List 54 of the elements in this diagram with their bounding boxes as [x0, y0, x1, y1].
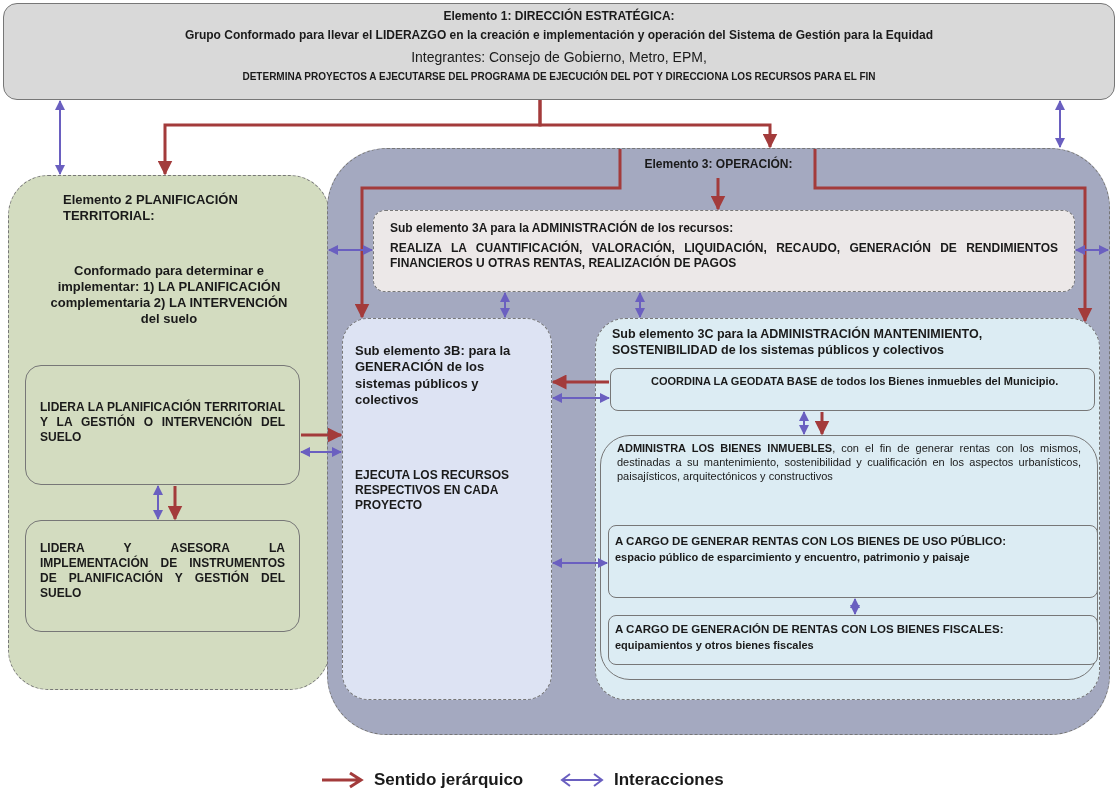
arrow — [813, 149, 1093, 323]
double-arrow — [850, 598, 860, 615]
double-arrow — [500, 292, 510, 318]
process-box — [342, 318, 552, 700]
group-panel — [595, 318, 1100, 700]
body-text: DETERMINA PROYECTOS A EJECUTARSE DEL PROGRAMA DE EJECUCIÓN DEL POT Y DIRECCIONA LOS RECURSOS PARA EL FIN — [241, 70, 877, 83]
group-panel — [327, 148, 1110, 735]
heading-text: Sub elemento 3A para la ADMINISTRACIÓN de los recursos: — [390, 221, 735, 236]
body-text: EJECUTA LOS RECURSOS RESPECTIVOS EN CADA PROYECTO — [355, 468, 511, 513]
heading-text: Sub elemento 3C para la ADMINISTRACIÓN MANTENIMIENTO, SOSTENIBILIDAD de los sistemas públicos y colectivos — [612, 327, 984, 359]
arrow — [710, 178, 726, 211]
double-arrow — [300, 447, 342, 457]
body-text: LIDERA Y ASESORA LA IMPLEMENTACIÓN DE INSTRUMENTOS DE PLANIFICACIÓN Y GESTIÓN DEL SUELO — [40, 541, 285, 601]
body-text: REALIZA LA CUANTIFICACIÓN, VALORACIÓN, LIQUIDACIÓN, RECAUDO, GENERACIÓN DE RENDIMIENTOS FINANCIEROS U OTRAS RENTAS, REALIZACIÓN DE PAGOS — [390, 241, 1058, 271]
body-text: Conformado para determinar e implementar: 1) LA PLANIFICACIÓN complementaria 2) LA INTERVENCIÓN del suelo — [49, 262, 289, 328]
body-text: LIDERA LA PLANIFICACIÓN TERRITORIAL Y LA GESTIÓN O INTERVENCIÓN DEL SUELO — [40, 400, 285, 445]
arrow — [167, 486, 183, 521]
arrow — [814, 412, 830, 436]
heading-text: ADMINISTRA LOS BIENES INMUEBLES, con el fin de generar rentas con los mismos, destinadas a su mantenimiento, sostenibilidad y cualificación en los aspectos urbanísticos, paisajísticos, arquitectónicos y constructivos — [617, 442, 1081, 484]
body-text: espacio público de esparcimiento y encuentro, patrimonio y paisaje — [615, 551, 971, 566]
heading-text: A CARGO DE GENERAR RENTAS CON LOS BIENES DE USO PÚBLICO: — [615, 534, 1008, 549]
group-panel — [8, 175, 330, 690]
process-box — [373, 210, 1075, 292]
process-box — [608, 525, 1098, 598]
arrow — [551, 374, 609, 390]
heading-text: Elemento 1: DIRECCIÓN ESTRATÉGICA: — [442, 9, 676, 24]
legend-label: Interacciones — [614, 770, 724, 790]
double-arrow — [1075, 245, 1109, 255]
group-panel — [600, 435, 1098, 680]
process-box — [25, 365, 300, 485]
arrow — [301, 427, 343, 443]
process-box — [608, 615, 1098, 665]
double-arrow — [1055, 100, 1065, 148]
process-box — [610, 368, 1095, 411]
heading-text: Elemento 2 PLANIFICACIÓN TERRITORIAL: — [62, 192, 239, 225]
body-text: Integrantes: Consejo de Gobierno, Metro, EPM, — [410, 49, 708, 67]
double-arrow — [328, 245, 373, 255]
body-text: COORDINA LA GEODATA BASE de todos los Bienes inmuebles del Municipio. — [651, 375, 1060, 389]
double-arrow — [552, 393, 610, 403]
double-arrow — [55, 100, 65, 175]
body-text: Grupo Conformado para llevar el LIDERAZGO en la creación e implementación y operación del Sistema de Gestión para la Equidad — [183, 28, 935, 43]
arrow — [538, 100, 778, 149]
legend-label: Sentido jerárquico — [374, 770, 524, 790]
body-text: equipamientos y otros bienes fiscales — [615, 639, 815, 654]
double-arrow — [635, 292, 645, 318]
double-arrow — [153, 485, 163, 520]
process-box — [25, 520, 300, 632]
double-arrow — [552, 558, 608, 568]
heading-text: A CARGO DE GENERACIÓN DE RENTAS CON LOS BIENES FISCALES: — [615, 622, 1005, 637]
double-arrow — [799, 411, 809, 435]
heading-text: Elemento 3: OPERACIÓN: — [643, 157, 794, 172]
arrow — [354, 149, 622, 319]
header-panel — [3, 3, 1115, 100]
heading-text: Sub elemento 3B: para la GENERACIÓN de los sistemas públicos y colectivos — [355, 343, 512, 408]
